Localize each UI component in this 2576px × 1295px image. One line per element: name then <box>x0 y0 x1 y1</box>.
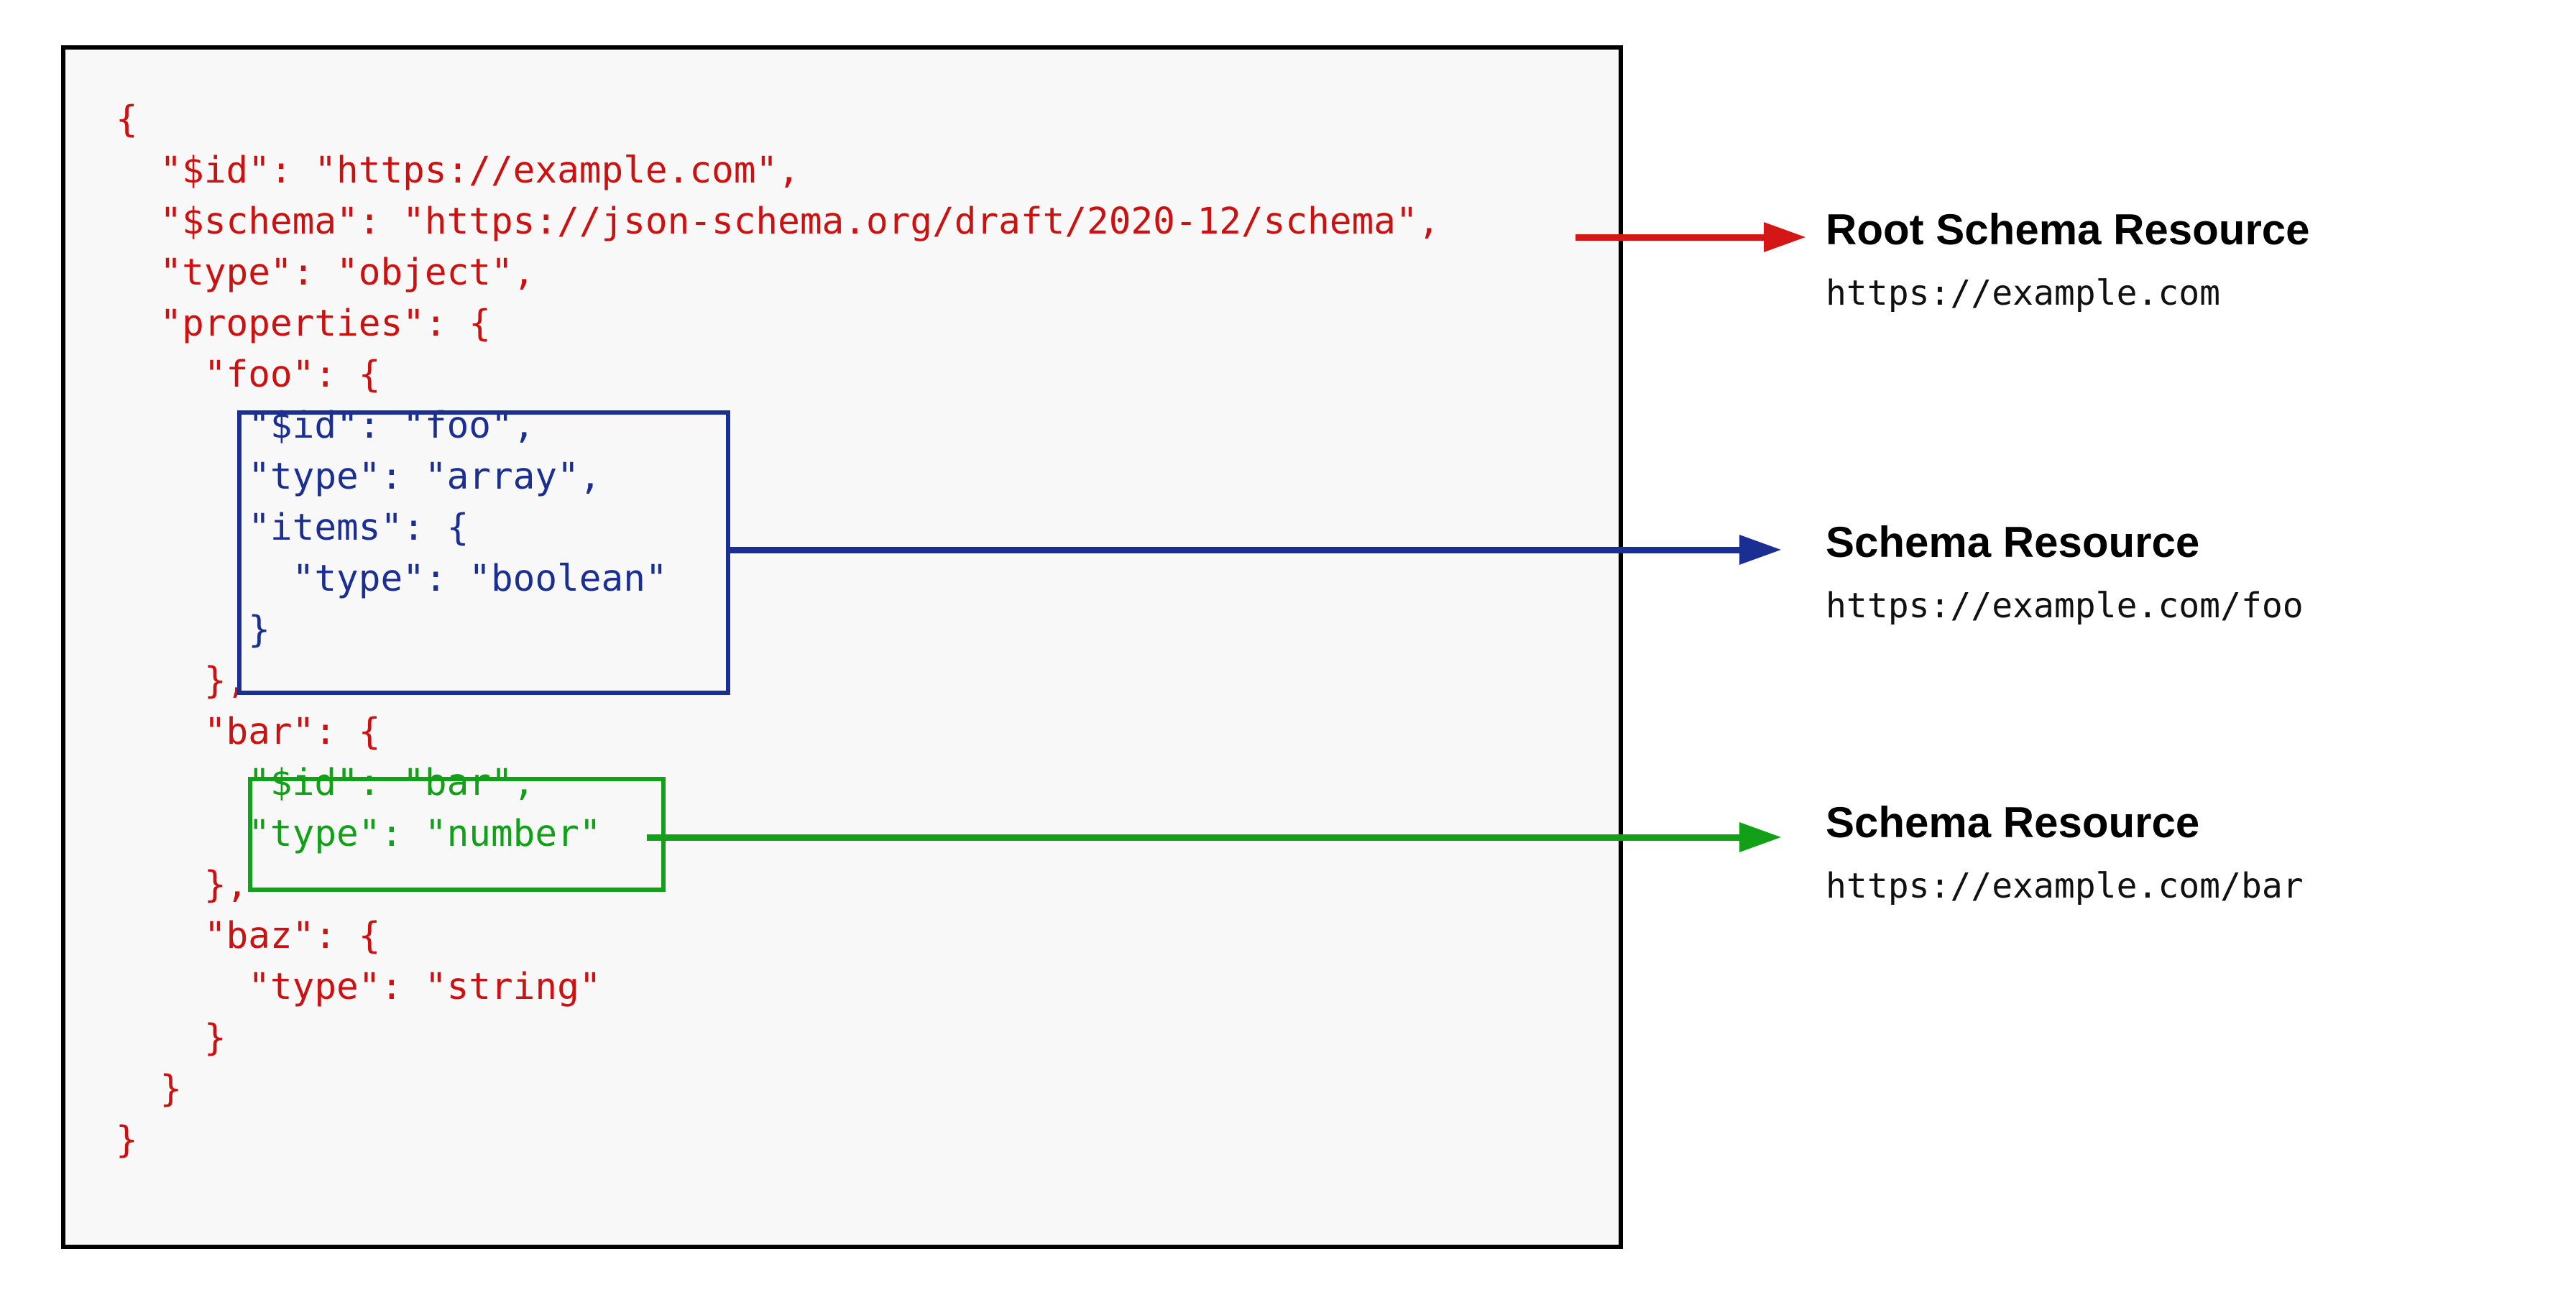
callout-title: Schema Resource <box>1826 798 2200 847</box>
code-line: "$id": "foo", <box>116 405 535 447</box>
callout-uri: https://example.com/foo <box>1826 586 2304 626</box>
code-line: } <box>116 1068 183 1110</box>
callout-foo-schema-resource: Schema Resource https://example.com/foo <box>1826 517 2544 628</box>
code-line: "type": "object", <box>116 252 535 294</box>
json-code-panel: { "$id": "https://example.com", "$schema… <box>61 45 1623 1249</box>
code-line: "items": { <box>116 507 469 549</box>
code-line: }, <box>116 864 249 906</box>
code-line: "$id": "bar", <box>116 762 535 804</box>
code-line: } <box>116 1017 226 1059</box>
callout-title: Root Schema Resource <box>1826 206 2310 254</box>
arrow-head-icon <box>1764 222 1806 252</box>
json-code-block: { "$id": "https://example.com", "$schema… <box>116 94 1440 1166</box>
code-line: "baz": { <box>116 915 381 957</box>
code-line: "type": "string" <box>116 966 602 1008</box>
code-line: "type": "number" <box>116 813 602 855</box>
arrow-head-icon <box>1739 822 1781 852</box>
callout-uri: https://example.com <box>1826 273 2221 313</box>
code-line: } <box>116 609 270 651</box>
callout-root-schema-resource: Root Schema Resource https://example.com <box>1826 205 2544 315</box>
callout-bar-schema-resource: Schema Resource https://example.com/bar <box>1826 798 2544 908</box>
code-line: "bar": { <box>116 711 381 753</box>
code-line: "$schema": "https://json-schema.org/draf… <box>116 201 1440 243</box>
code-line: "type": "array", <box>116 456 602 498</box>
callout-uri: https://example.com/bar <box>1826 866 2304 906</box>
callout-title: Schema Resource <box>1826 518 2200 566</box>
code-line: { <box>116 98 138 141</box>
code-line: "properties": { <box>116 303 491 345</box>
code-line: "foo": { <box>116 354 381 396</box>
code-line: "$id": "https://example.com", <box>116 149 800 192</box>
code-line: } <box>116 1119 138 1161</box>
code-line: }, <box>116 660 249 702</box>
code-line: "type": "boolean" <box>116 558 668 600</box>
arrow-head-icon <box>1739 535 1781 565</box>
